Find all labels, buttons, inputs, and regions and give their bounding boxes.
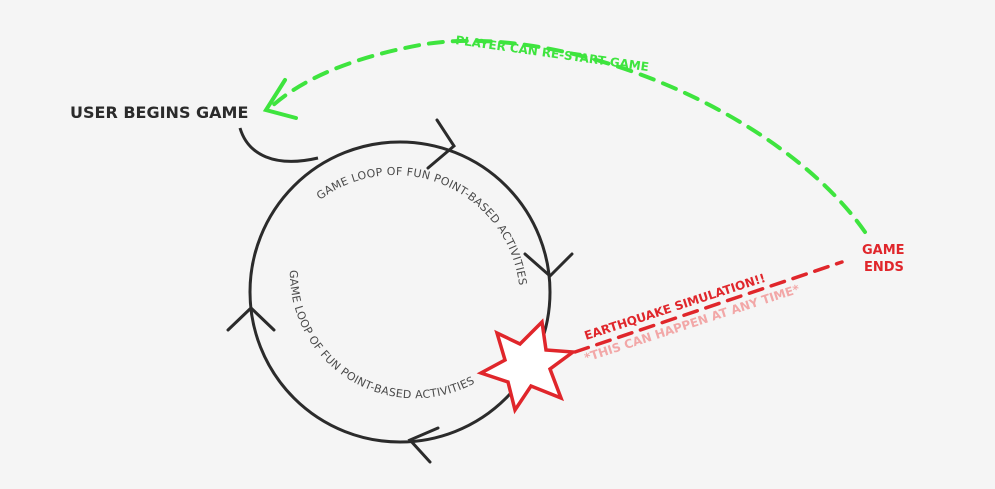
loop-text-bottom-path: GAME LOOP OF FUN POINT-BASED ACTIVITIES — [287, 270, 477, 401]
event-dashed-line — [573, 260, 844, 354]
loop-text-top-path: GAME LOOP OF FUN POINT-BASED ACTIVITIES — [314, 165, 529, 286]
loop-arrowhead-bottom — [407, 426, 440, 464]
entry-connector — [238, 127, 319, 163]
start-label: USER BEGINS GAME — [70, 103, 248, 122]
restart-label: PLAYER CAN RE-START GAME — [455, 33, 650, 74]
loop-text-top: GAME LOOP OF FUN POINT-BASED ACTIVITIES — [314, 165, 529, 286]
game-loop-circle — [248, 140, 552, 444]
end-label-line2: ENDS — [864, 260, 904, 275]
end-label-line1: GAME — [862, 243, 905, 258]
restart-arrowhead — [262, 78, 298, 120]
loop-text-bottom: GAME LOOP OF FUN POINT-BASED ACTIVITIES — [287, 270, 477, 401]
loop-arrowhead-right — [523, 252, 574, 279]
loop-arrowhead-top — [426, 118, 456, 170]
loop-arrowhead-left — [226, 305, 276, 332]
restart-dashed-arrow — [268, 38, 867, 234]
explosion-star-icon — [476, 318, 578, 415]
